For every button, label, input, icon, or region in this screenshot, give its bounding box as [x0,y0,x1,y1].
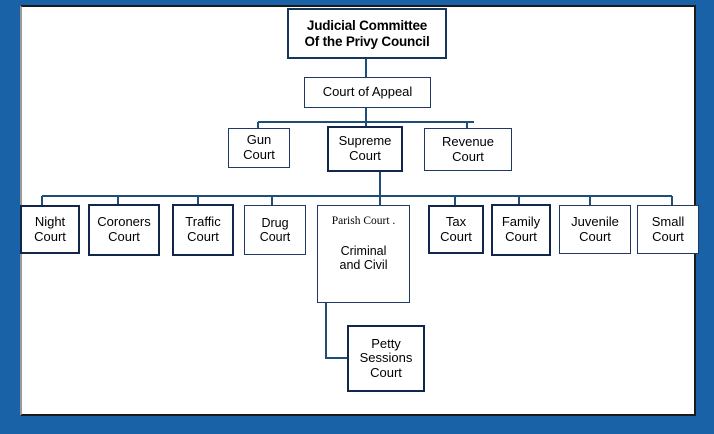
node-label: Night Court [34,213,66,244]
node-court-of-appeal[interactable]: Court of Appeal [304,77,431,108]
node-judicial-committee-privy-council[interactable]: Judicial Committee Of the Privy Council [287,8,447,59]
node-small-court[interactable]: Small Court [637,205,699,254]
node-petty-sessions-court[interactable]: Petty Sessions Court [347,325,425,392]
node-label: Petty Sessions Court [359,335,413,380]
node-label: Small Court [651,213,685,244]
node-revenue-court[interactable]: Revenue Court [424,128,512,171]
node-label: Drug Court [259,216,291,244]
node-parish-court[interactable]: Parish Court . Criminal and Civil [317,205,410,303]
node-label: Gun Court [243,132,275,162]
node-tax-court[interactable]: Tax Court [428,205,484,254]
node-juvenile-court[interactable]: Juvenile Court [559,205,631,254]
node-traffic-court[interactable]: Traffic Court [172,204,234,256]
node-sublabel: Criminal and Civil [339,243,388,273]
node-label: Judicial Committee Of the Privy Council [304,18,430,49]
node-coroners-court[interactable]: Coroners Court [88,204,160,256]
node-label: Supreme Court [338,133,392,163]
node-label: Parish Court . [331,215,396,227]
node-label: Traffic Court [185,214,221,244]
node-family-court[interactable]: Family Court [491,204,551,256]
node-label: Juvenile Court [571,213,619,244]
node-supreme-court[interactable]: Supreme Court [327,126,403,172]
node-gun-court[interactable]: Gun Court [228,128,290,168]
node-night-court[interactable]: Night Court [20,205,80,254]
node-drug-court[interactable]: Drug Court [244,205,306,255]
node-label: Court of Appeal [322,84,413,100]
node-label: Coroners Court [97,214,151,244]
node-label: Revenue Court [441,133,495,164]
node-label: Family Court [501,214,541,244]
node-label: Tax Court [440,213,472,244]
